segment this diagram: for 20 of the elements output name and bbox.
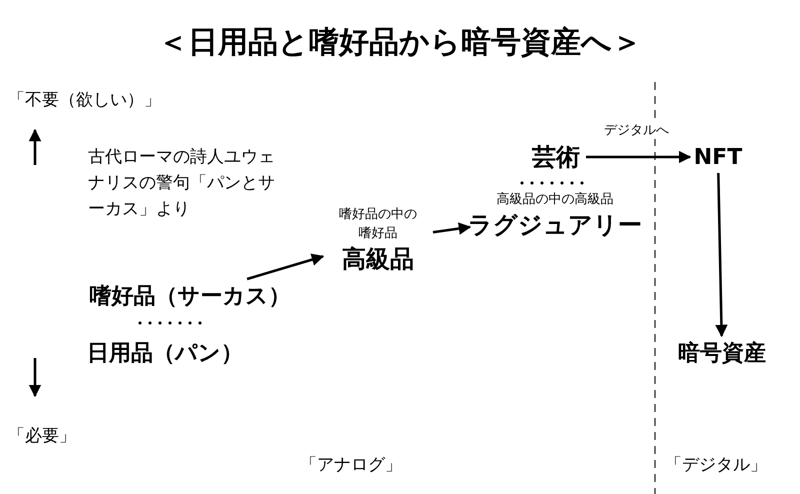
section-label: 「デジタル」 [665,454,767,476]
arrow [432,222,472,235]
item-label: 嗜好品（サーカス） [90,283,290,311]
axis-label: 「必要」 [8,425,76,447]
section-label: 「アナログ」 [300,454,402,476]
item-label: NFT [694,144,742,170]
item-label: 芸術 [532,142,580,173]
quote-text: 古代ローマの詩人ユウェナリスの警句「パンとサーカス」より [88,146,276,221]
arrow [715,172,728,338]
title: ＜日用品と嗜好品から暗号資産へ＞ [157,24,643,62]
arrow [246,254,324,280]
item-label: 高級品 [342,244,414,275]
item-label: 暗号資産 [678,340,766,368]
note-text: 高級品の中の高級品 [496,190,614,208]
edge-label: デジタルへ [602,121,671,139]
item-label: ラグジュアリー [468,210,642,240]
note-text: 嗜好品の中の嗜好品 [338,206,418,243]
item-label: 日用品（パン） [87,340,243,368]
axis-label: 「不要（欲しい）」 [8,89,161,111]
arrow [586,150,692,164]
